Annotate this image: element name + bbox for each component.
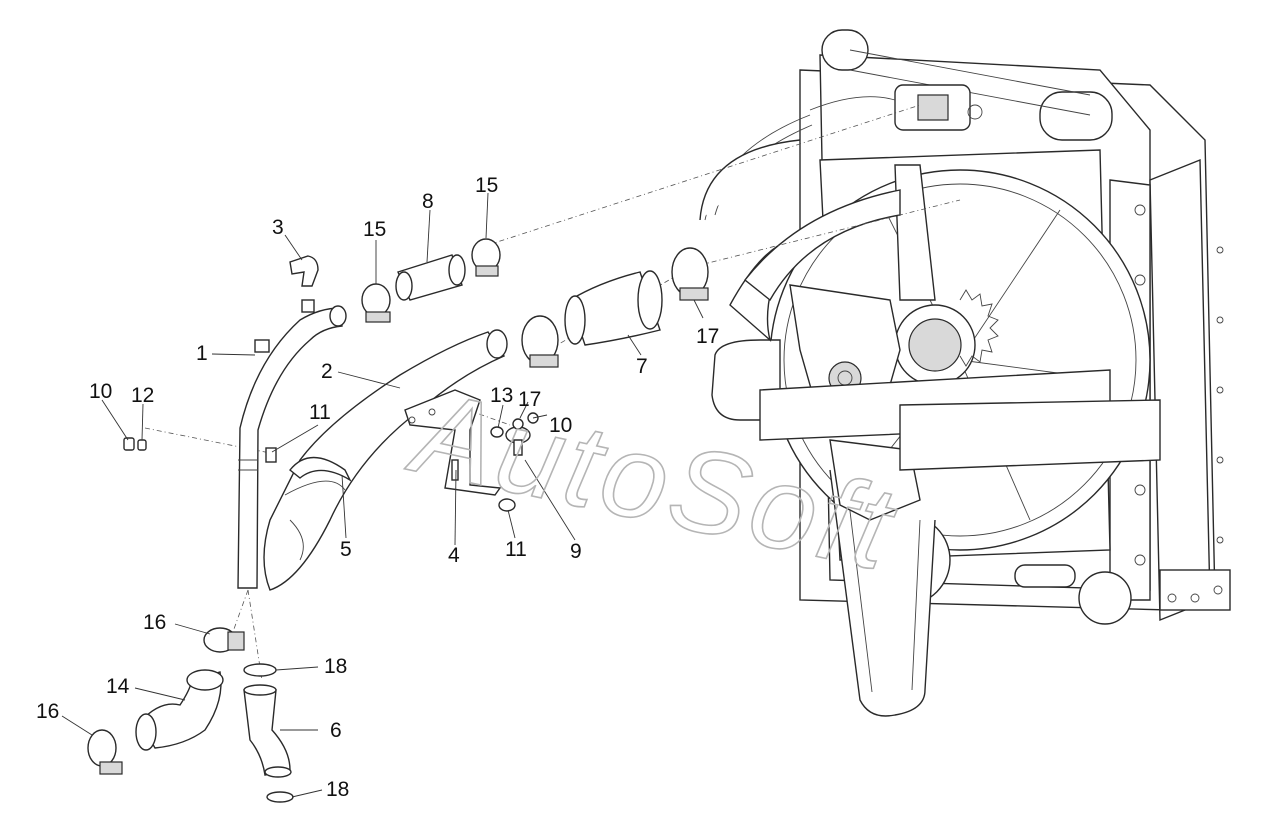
- callout-14: 14: [106, 675, 130, 698]
- callout-2: 2: [321, 360, 333, 383]
- fitting-3: [289, 255, 319, 313]
- callout-7: 7: [636, 355, 648, 378]
- callout-15: 15: [363, 218, 386, 241]
- hose-8: [395, 254, 466, 301]
- callout-15: 15: [475, 174, 498, 197]
- callout-18: 18: [324, 655, 347, 678]
- callout-5: 5: [340, 538, 352, 561]
- clamps: [87, 238, 709, 803]
- callout-4: 4: [448, 544, 460, 567]
- bracket-4: [404, 389, 502, 496]
- elbow-hose-14: [135, 669, 224, 751]
- callout-3: 3: [272, 216, 284, 239]
- callout-6: 6: [330, 719, 342, 742]
- callout-9: 9: [570, 540, 582, 563]
- nuts-and-washers: [123, 412, 539, 512]
- bolt-9: [505, 426, 531, 456]
- callout-1: 1: [196, 342, 208, 365]
- callout-11: 11: [309, 401, 331, 424]
- callout-13: 13: [490, 384, 513, 407]
- callout-17: 17: [518, 388, 541, 411]
- hose-6: [243, 684, 292, 778]
- callout-10: 10: [549, 414, 572, 437]
- pipe-1: [237, 305, 347, 589]
- callout-17: 17: [696, 325, 719, 348]
- callout-12: 12: [131, 384, 154, 407]
- callout-8: 8: [422, 190, 434, 213]
- radiator-assembly: [699, 29, 1231, 717]
- hose-7: [564, 270, 663, 346]
- leader-lines: [61, 192, 704, 798]
- callout-16: 16: [36, 700, 59, 723]
- callout-numbers: 1 2 3 4 5 6 7 8 9 10 10 11 11 12 13 14 1…: [36, 174, 719, 801]
- callout-16: 16: [143, 611, 166, 634]
- callout-10: 10: [89, 380, 112, 403]
- callout-18: 18: [326, 778, 349, 801]
- callout-11: 11: [505, 538, 527, 561]
- clamp-5: [289, 456, 352, 482]
